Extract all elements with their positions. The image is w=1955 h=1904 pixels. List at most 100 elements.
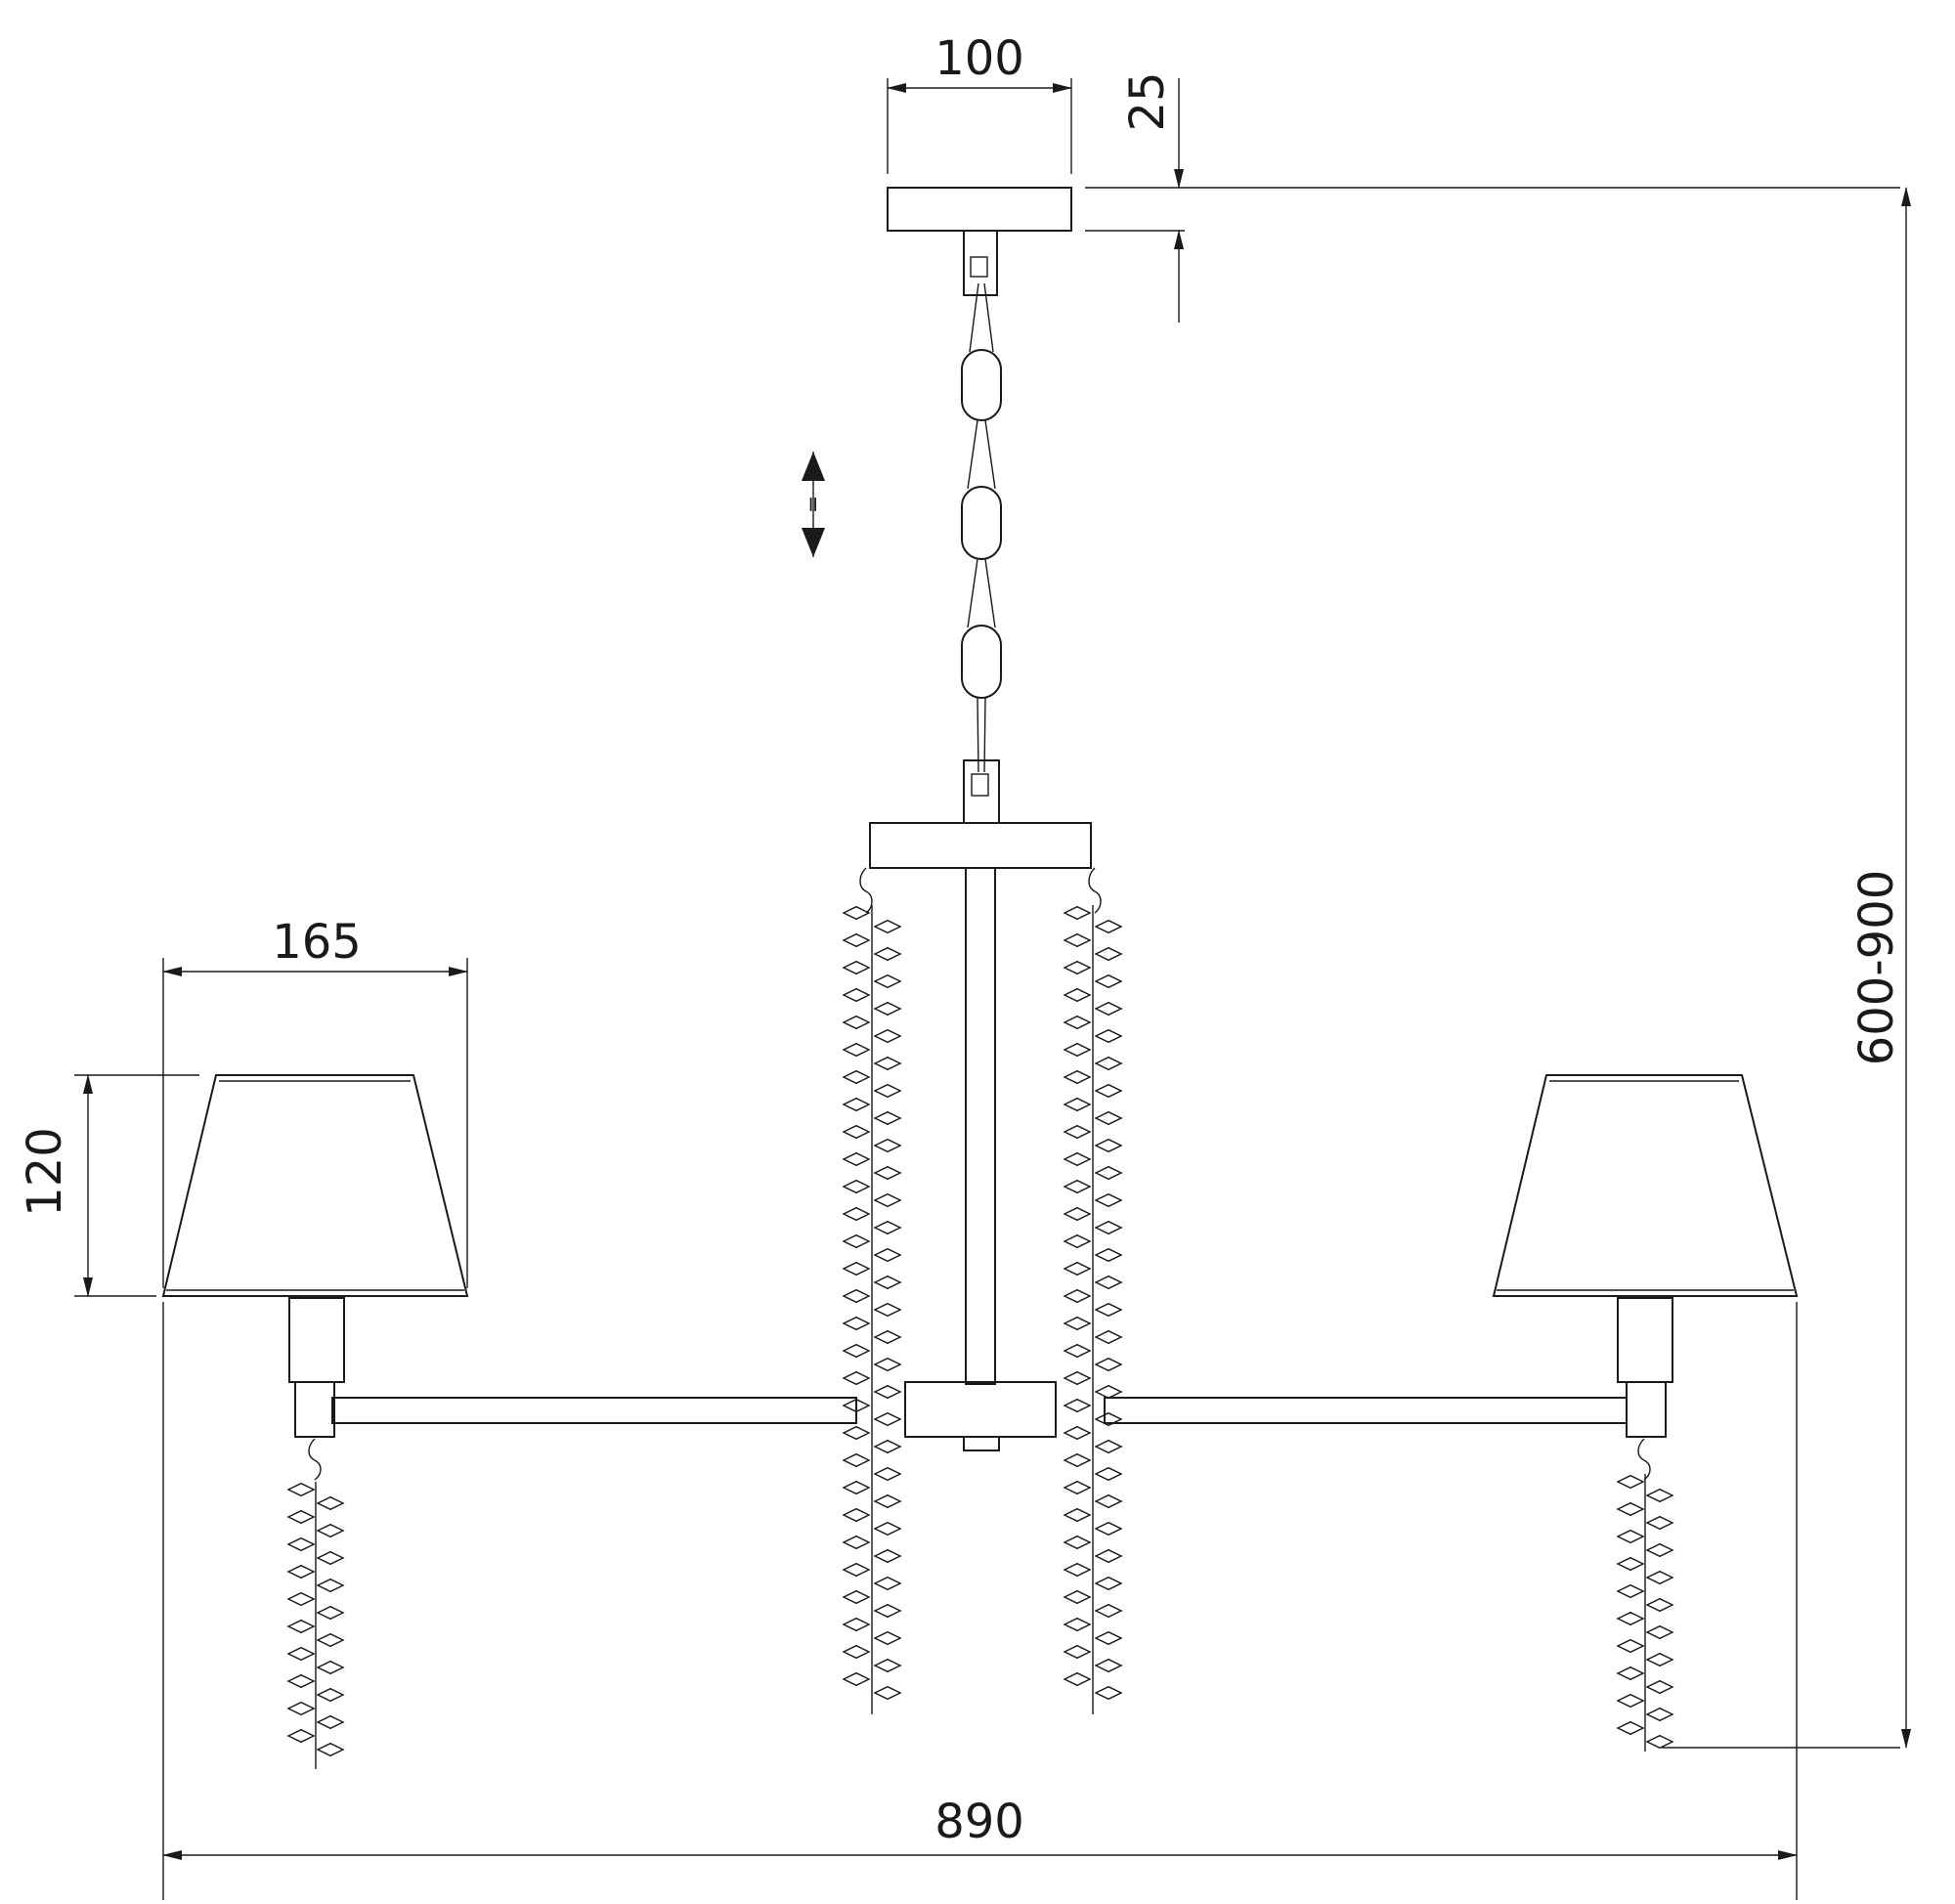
dim-label-canopy-width: 100 [934,31,1024,86]
left-lamp [161,1074,469,1481]
crystal-drop [1094,1275,1123,1290]
crystal-drop [842,1562,871,1578]
dim-label-overall-width: 890 [934,1795,1024,1849]
suspension-chain [961,282,1002,773]
crystal-drop [873,946,902,962]
crystal-drop [1063,1671,1092,1687]
dimension-shade-height: 120 [18,1074,199,1297]
crystal-drop [286,1619,316,1634]
crystal-drop [1063,1233,1092,1249]
crystal-drop [842,1233,871,1249]
crystal-drop [1645,1542,1674,1558]
dim-label-overall-height: 600-900 [1849,870,1904,1066]
dim-label-canopy-height: 25 [1120,71,1175,131]
crystal-strand-right-lamp [1616,1474,1674,1752]
crystal-drop [873,1576,902,1591]
crystal-drop [1063,1535,1092,1550]
crystal-drop [873,1001,902,1017]
crystal-drop [316,1714,345,1730]
crystal-drop [1094,1302,1123,1318]
crystal-drop [1094,1658,1123,1673]
crystal-drop [873,1630,902,1646]
adjustable-length-symbol: = [802,452,826,557]
crystal-drop [873,1493,902,1509]
crystal-strand-center-right [1063,905,1123,1714]
crystal-drop [1094,1028,1123,1044]
crystal-drop [873,1302,902,1318]
crystal-drop [286,1564,316,1579]
crystal-drop [1063,1124,1092,1140]
crystal-drop [842,1671,871,1687]
crystal-drop [842,1015,871,1030]
crystal-drop [1094,1220,1123,1235]
crystal-drop [1063,1617,1092,1632]
crystal-drop [1094,946,1123,962]
dimension-shade-width: 165 [162,915,468,1288]
crystal-drop [873,1411,902,1427]
crystal-drop [316,1523,345,1538]
crystal-drop [873,1548,902,1564]
crystal-drop [842,1617,871,1632]
crystal-drop [1063,1480,1092,1495]
crystal-drop [1063,1316,1092,1331]
crystal-drop [1063,905,1092,921]
crystal-drop [286,1728,316,1744]
crystal-drop [842,1261,871,1277]
crystal-drop [842,1589,871,1605]
crystal-drop [1094,1001,1123,1017]
crystal-drop [873,1357,902,1372]
crystal-drop [873,1384,902,1400]
crystal-drop [873,1275,902,1290]
crystal-drop [1094,1548,1123,1564]
crystal-drop [1616,1583,1645,1599]
crystal-drop [842,1097,871,1112]
crystal-drop [873,1220,902,1235]
crystal-drop [286,1509,316,1525]
crystal-drop [1063,1370,1092,1386]
crystal-drop [842,1316,871,1331]
crystal-drop [1645,1734,1674,1750]
crystal-drop [1063,1398,1092,1413]
crystal-drop [842,1425,871,1441]
dimension-overall-width: 890 [162,1302,1798,1900]
crystal-drop [1616,1693,1645,1709]
crystal-drop [842,1151,871,1167]
crystal-drop [1094,1630,1123,1646]
crystal-drop [1094,1466,1123,1482]
dimension-canopy-width: 100 [887,31,1072,174]
crystal-drop [873,1521,902,1536]
crystal-drop [842,987,871,1003]
crystal-drop [1616,1720,1645,1736]
crystal-drop [1094,1576,1123,1591]
dim-label-shade-height: 120 [18,1127,72,1217]
crystal-drop [1063,1069,1092,1085]
crystal-drop [873,1028,902,1044]
crystal-drop [286,1701,316,1716]
crystal-drop [842,1535,871,1550]
right-lamp [1492,1074,1799,1481]
crystal-drop [1616,1611,1645,1626]
crystal-drop [1645,1570,1674,1585]
crystal-drop [873,1466,902,1482]
crystal-drop [286,1482,316,1497]
ceiling-canopy [887,187,1072,296]
crystal-drop [842,1288,871,1304]
crystal-drop [1063,1261,1092,1277]
crystal-drop [873,1110,902,1126]
crystal-drop [842,1452,871,1468]
crystal-drop [1645,1652,1674,1667]
crystal-drop [316,1742,345,1757]
crystal-drop [1094,1411,1123,1427]
dimension-overall-height: 600-900 [1662,187,1911,1749]
crystal-drop [316,1578,345,1593]
crystal-drop [1094,919,1123,934]
crystal-drop [1616,1529,1645,1544]
crystal-drop [1063,1151,1092,1167]
crystal-drop [1094,1110,1123,1126]
crystal-drop [873,1165,902,1181]
crystal-drop [1063,1562,1092,1578]
crystal-drop [1616,1638,1645,1654]
crystal-drop [316,1687,345,1703]
crystal-drop [1645,1624,1674,1640]
crystal-drop [1094,974,1123,989]
